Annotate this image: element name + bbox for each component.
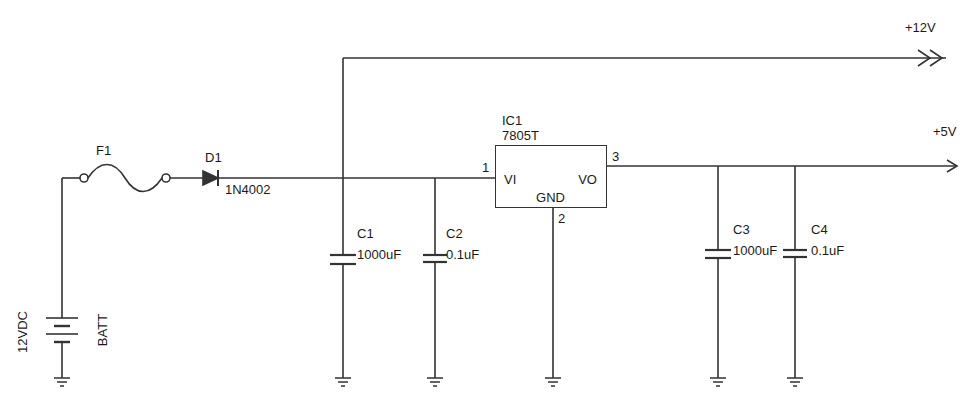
part-label: C2: [446, 226, 463, 241]
part-value: 1000uF: [733, 243, 777, 258]
rail-arrow: [947, 160, 957, 172]
part-value: 0.1uF: [811, 243, 844, 258]
part-value: 12VDC: [15, 311, 30, 353]
part-label: IC1: [502, 113, 522, 128]
wire: [552, 208, 554, 378]
part-label: BATT: [95, 314, 110, 346]
pin-name: GND: [536, 190, 565, 205]
part-label: D1: [205, 150, 222, 165]
fuse-symbol: [80, 165, 170, 192]
part-label: F1: [96, 143, 111, 158]
pin-name: VI: [504, 172, 516, 187]
wire: [62, 177, 80, 179]
part-label: C4: [811, 222, 828, 237]
pin-number: 3: [612, 149, 619, 164]
pin-number: 2: [558, 211, 565, 226]
capacitor-symbol: [330, 58, 356, 378]
rail-name: +12V: [905, 20, 936, 35]
part-label: C1: [357, 226, 374, 241]
capacitor-symbol: [783, 166, 807, 378]
wire: [607, 165, 957, 167]
battery-symbol: [46, 178, 78, 378]
pin-number: 1: [482, 160, 489, 175]
capacitor-symbol: [423, 178, 447, 378]
part-value: 1N4002: [224, 182, 272, 197]
rail-arrow: [918, 50, 942, 66]
part-label: 7805T: [502, 128, 539, 143]
pin-name: VO: [578, 172, 597, 187]
regulator-box: IC17805TVIVOGND: [495, 145, 607, 208]
part-value: 0.1uF: [446, 247, 479, 262]
wire: [343, 57, 946, 59]
part-label: C3: [733, 222, 750, 237]
wire: [218, 177, 495, 179]
capacitor-symbol: [705, 166, 731, 378]
wire: [170, 177, 203, 179]
ground-symbol: [54, 378, 803, 386]
rail-name: +5V: [933, 124, 957, 139]
part-value: 1000uF: [357, 247, 401, 262]
diode-symbol: [203, 170, 218, 186]
